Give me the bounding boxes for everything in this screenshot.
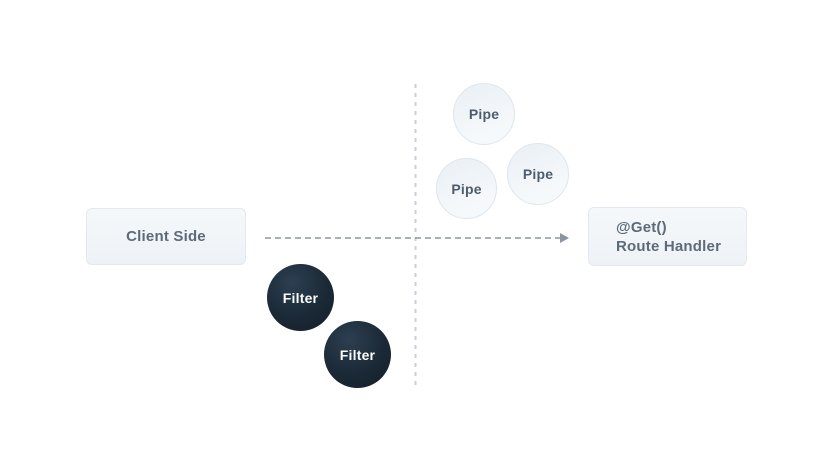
client-side-node: Client Side bbox=[86, 208, 246, 265]
route-handler-label: Route Handler bbox=[616, 237, 722, 255]
pipe-node: Pipe bbox=[507, 143, 569, 205]
route-handler-node: @Get() Route Handler bbox=[588, 207, 747, 266]
filter-label: Filter bbox=[339, 346, 376, 363]
pipe-label: Pipe bbox=[468, 106, 500, 122]
filter-node: Filter bbox=[324, 321, 391, 388]
pipe-node: Pipe bbox=[453, 83, 515, 145]
filter-node: Filter bbox=[267, 264, 334, 331]
pipe-label: Pipe bbox=[522, 166, 554, 182]
pipe-node: Pipe bbox=[436, 158, 497, 219]
filter-label: Filter bbox=[282, 289, 319, 306]
client-side-label: Client Side bbox=[126, 228, 206, 245]
request-flow-arrowhead-icon bbox=[560, 233, 569, 243]
pipe-label: Pipe bbox=[451, 180, 482, 197]
route-handler-decorator-label: @Get() bbox=[616, 218, 667, 236]
